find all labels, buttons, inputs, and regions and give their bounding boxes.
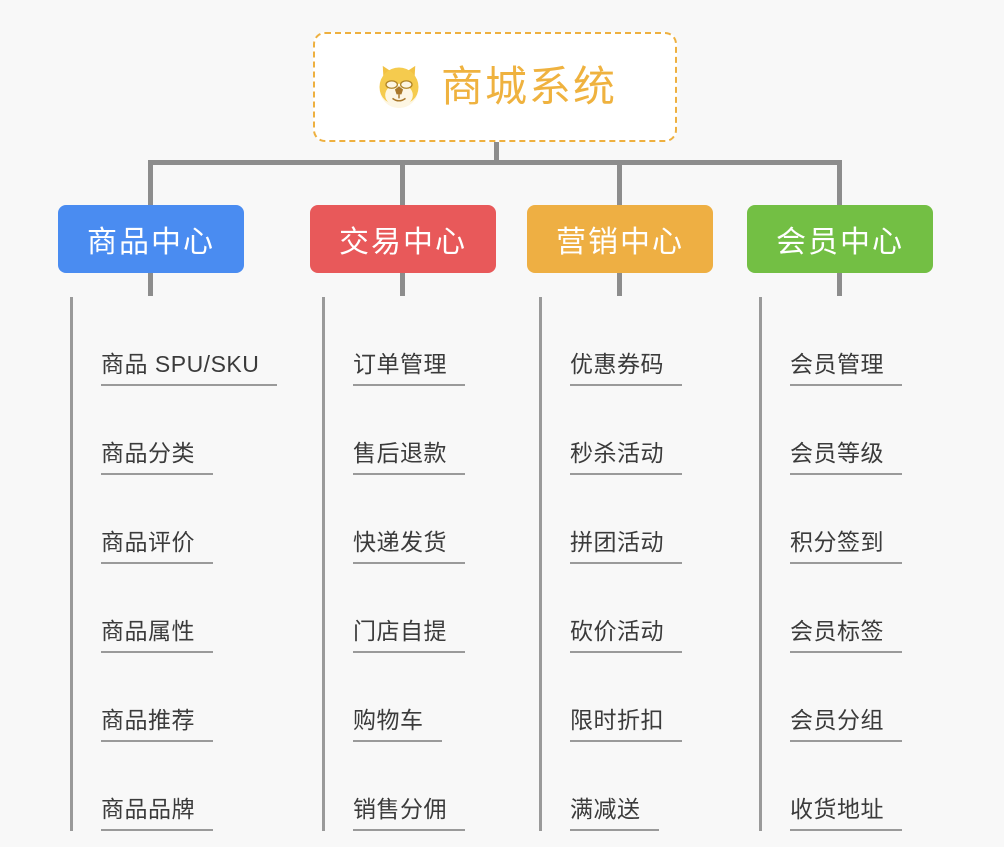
leaf-label: 会员分组 [790, 705, 902, 742]
dog-face-icon [379, 65, 419, 109]
branch-marketing-center: 营销中心 优惠券码 秒杀活动 拼团活动 砍价活动 限时折扣 满减送 [527, 205, 747, 847]
list-item[interactable]: 销售分佣 [325, 742, 530, 831]
branch-member-center: 会员中心 会员管理 会员等级 积分签到 会员标签 会员分组 收货地址 [747, 205, 967, 847]
list-item[interactable]: 购物车 [325, 653, 530, 742]
list-item[interactable]: 门店自提 [325, 564, 530, 653]
branch-header-label: 交易中心 [339, 226, 467, 259]
list-item[interactable]: 会员分组 [762, 653, 967, 742]
leaf-label: 会员标签 [790, 616, 902, 653]
leaf-label: 商品推荐 [101, 705, 213, 742]
leaf-list-product-center: 商品 SPU/SKU 商品分类 商品评价 商品属性 商品推荐 商品品牌 [70, 297, 278, 831]
list-item[interactable]: 砍价活动 [542, 564, 747, 653]
list-item[interactable]: 优惠券码 [542, 297, 747, 386]
connector-drop-branch-3 [617, 160, 622, 206]
branch-product-center: 商品中心 商品 SPU/SKU 商品分类 商品评价 商品属性 商品推荐 商品品牌 [58, 205, 278, 847]
list-item[interactable]: 商品属性 [73, 564, 278, 653]
leaf-label: 秒杀活动 [570, 438, 682, 475]
leaf-label: 购物车 [353, 705, 442, 742]
list-item[interactable]: 商品分类 [73, 386, 278, 475]
list-item[interactable]: 积分签到 [762, 475, 967, 564]
connector-drop-branch-1 [148, 160, 153, 206]
leaf-list-trade-center: 订单管理 售后退款 快递发货 门店自提 购物车 销售分佣 [322, 297, 530, 831]
branch-header-label: 会员中心 [776, 226, 904, 259]
root-node[interactable]: 商城系统 [313, 32, 677, 142]
leaf-label: 砍价活动 [570, 616, 682, 653]
leaf-label: 销售分佣 [353, 794, 465, 831]
list-item[interactable]: 会员等级 [762, 386, 967, 475]
connector-drop-branch-4 [837, 160, 842, 206]
branch-header-marketing-center[interactable]: 营销中心 [527, 205, 713, 273]
leaf-label: 满减送 [570, 794, 659, 831]
leaf-label: 快递发货 [353, 527, 465, 564]
list-item[interactable]: 收货地址 [762, 742, 967, 831]
leaf-list-marketing-center: 优惠券码 秒杀活动 拼团活动 砍价活动 限时折扣 满减送 [539, 297, 747, 831]
list-item[interactable]: 拼团活动 [542, 475, 747, 564]
branch-header-trade-center[interactable]: 交易中心 [310, 205, 496, 273]
connector-stub-branch-1 [148, 272, 153, 296]
connector-stub-branch-4 [837, 272, 842, 296]
leaf-list-member-center: 会员管理 会员等级 积分签到 会员标签 会员分组 收货地址 [759, 297, 967, 831]
leaf-label: 积分签到 [790, 527, 902, 564]
list-item[interactable]: 售后退款 [325, 386, 530, 475]
branch-header-member-center[interactable]: 会员中心 [747, 205, 933, 273]
leaf-label: 商品属性 [101, 616, 213, 653]
list-item[interactable]: 秒杀活动 [542, 386, 747, 475]
branch-header-product-center[interactable]: 商品中心 [58, 205, 244, 273]
leaf-label: 会员等级 [790, 438, 902, 475]
connector-drop-branch-2 [400, 160, 405, 206]
leaf-label: 商品品牌 [101, 794, 213, 831]
leaf-label: 商品分类 [101, 438, 213, 475]
list-item[interactable]: 商品 SPU/SKU [73, 297, 278, 386]
leaf-label: 限时折扣 [570, 705, 682, 742]
list-item[interactable]: 订单管理 [325, 297, 530, 386]
leaf-label: 订单管理 [353, 349, 465, 386]
connector-horizontal-bar [148, 160, 842, 165]
leaf-label: 拼团活动 [570, 527, 682, 564]
leaf-label: 商品评价 [101, 527, 213, 564]
list-item[interactable]: 满减送 [542, 742, 747, 831]
leaf-label: 商品 SPU/SKU [101, 349, 278, 386]
leaf-label: 门店自提 [353, 616, 465, 653]
list-item[interactable]: 会员标签 [762, 564, 967, 653]
leaf-label: 优惠券码 [570, 349, 682, 386]
branch-trade-center: 交易中心 订单管理 售后退款 快递发货 门店自提 购物车 销售分佣 [310, 205, 530, 847]
list-item[interactable]: 商品评价 [73, 475, 278, 564]
list-item[interactable]: 商品推荐 [73, 653, 278, 742]
connector-stub-branch-3 [617, 272, 622, 296]
list-item[interactable]: 商品品牌 [73, 742, 278, 831]
connector-stub-branch-2 [400, 272, 405, 296]
leaf-label: 收货地址 [790, 794, 902, 831]
list-item[interactable]: 限时折扣 [542, 653, 747, 742]
list-item[interactable]: 会员管理 [762, 297, 967, 386]
leaf-label: 会员管理 [790, 349, 902, 386]
leaf-label: 售后退款 [353, 438, 465, 475]
branch-header-label: 营销中心 [556, 226, 684, 259]
connector-root-stem [494, 142, 499, 164]
branch-header-label: 商品中心 [87, 226, 215, 259]
root-title: 商城系统 [440, 63, 617, 110]
list-item[interactable]: 快递发货 [325, 475, 530, 564]
